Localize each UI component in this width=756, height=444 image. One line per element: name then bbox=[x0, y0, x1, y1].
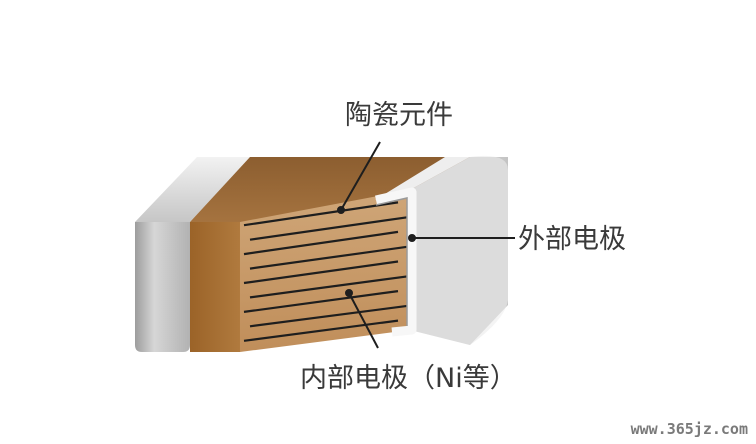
cutaway-section bbox=[240, 190, 410, 352]
right-electrode-cut-edge bbox=[375, 187, 417, 337]
watermark: www.365jz.com bbox=[631, 420, 748, 438]
leader-ceramic-dot bbox=[337, 206, 345, 214]
internal-electrode-line bbox=[249, 275, 409, 299]
left-electrode-top bbox=[135, 157, 250, 222]
left-electrode-front bbox=[135, 222, 190, 352]
right-electrode-cut-shadow bbox=[375, 197, 408, 326]
label-internal-electrode: 内部电极（Ni等） bbox=[300, 363, 517, 394]
left-external-electrode bbox=[135, 157, 250, 352]
leader-lines bbox=[337, 141, 515, 349]
right-electrode-end-face bbox=[410, 155, 508, 345]
internal-electrode-line bbox=[249, 216, 409, 241]
leader-external-dot bbox=[408, 234, 416, 242]
internal-electrode-line bbox=[249, 304, 409, 328]
label-external-electrode: 外部电极 bbox=[518, 224, 626, 255]
leader-ceramic bbox=[340, 141, 381, 211]
internal-electrode-line bbox=[249, 245, 409, 270]
internal-electrode-line bbox=[243, 260, 399, 285]
ceramic-front-face bbox=[190, 222, 240, 352]
leader-internal-dot bbox=[345, 289, 353, 297]
internal-electrode-line bbox=[243, 319, 399, 342]
internal-electrode-line bbox=[243, 290, 399, 313]
internal-electrode-line bbox=[243, 201, 399, 227]
label-ceramic-element: 陶瓷元件 bbox=[345, 100, 453, 131]
right-electrode-top bbox=[375, 157, 470, 200]
internal-electrode-line bbox=[243, 230, 399, 256]
internal-electrode-layers bbox=[243, 201, 409, 342]
leader-internal bbox=[348, 292, 379, 349]
right-external-electrode bbox=[375, 155, 508, 345]
